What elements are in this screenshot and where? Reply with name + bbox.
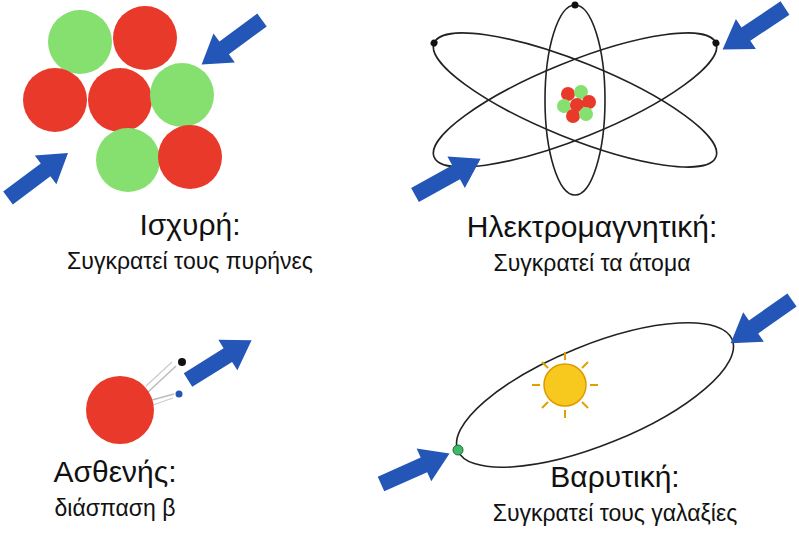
force-name: Ασθενής: — [53, 455, 176, 490]
force-description: Συγκρατεί τους γαλαξίες — [493, 500, 738, 526]
force-description: Συγκρατεί τα άτομα — [494, 250, 691, 276]
force-arrow — [0, 139, 79, 213]
force-arrow — [178, 325, 261, 395]
force-arrow — [191, 6, 273, 79]
force-name: Βαρυτική: — [550, 460, 679, 495]
force-name: Ηλεκτρομαγνητική: — [467, 210, 718, 245]
force-description: διάσπαση β — [55, 495, 176, 521]
force-arrow — [374, 437, 457, 500]
force-name: Ισχυρή: — [139, 208, 240, 243]
force-description: Συγκρατεί τους πυρήνες — [67, 248, 313, 274]
force-arrow — [720, 285, 799, 358]
orbit-symbol — [439, 293, 751, 497]
beta-decay-symbol — [86, 358, 186, 444]
force-arrow — [713, 0, 795, 65]
force-arrow — [406, 143, 489, 211]
